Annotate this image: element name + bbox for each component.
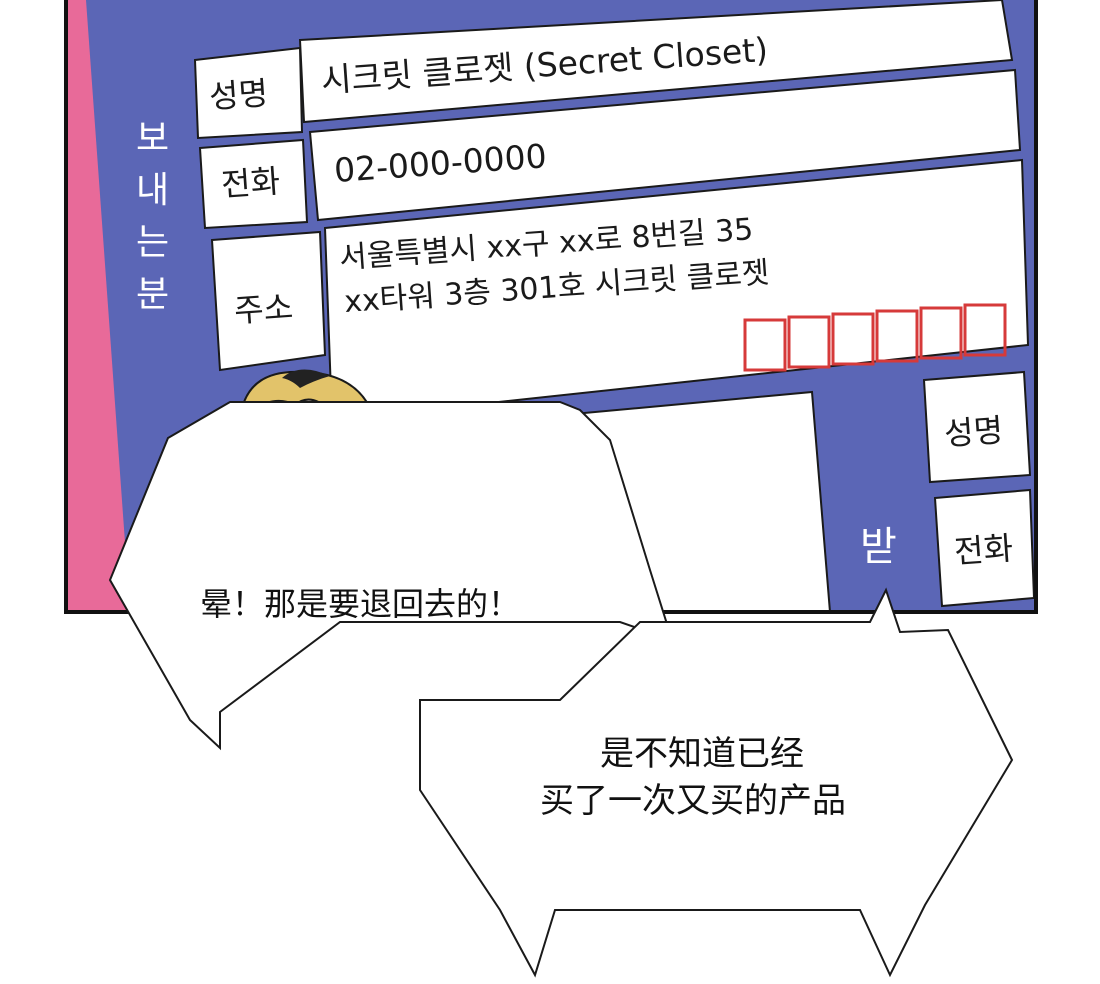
hair-shadow xyxy=(282,369,330,388)
postal-code-box xyxy=(831,312,875,366)
postal-code-box xyxy=(875,309,919,363)
sender-vertical-label: 보 내 는 분 xyxy=(136,118,181,315)
postal-code-box xyxy=(963,303,1007,357)
sender-name-label-cell xyxy=(193,46,304,140)
sender-address-label: 주소 xyxy=(233,288,294,330)
receiver-vertical-label: 받 xyxy=(860,524,897,570)
sender-vertical-char-3: 는 xyxy=(136,222,169,263)
bubble-first-text: 晕！那是要退回去的！ xyxy=(200,585,520,623)
receiver-phone-label: 전화 xyxy=(953,529,1014,571)
sender-address-label-cell xyxy=(210,230,327,372)
speech-bubbles: 晕！那是要退回去的！ 是不知道已经 买了一次又买的产品 xyxy=(108,401,1014,978)
receiver-name-label-cell xyxy=(922,370,1032,484)
sender-name-value-cell xyxy=(298,0,1014,124)
bubble-second-line-2: 买了一次又买的产品 xyxy=(540,781,846,821)
speech-bubble-second xyxy=(419,587,1014,978)
sender-vertical-char-1: 보 xyxy=(136,118,169,159)
postal-code-box xyxy=(743,318,787,372)
sender-phone-value-cell xyxy=(308,68,1022,222)
bubble-second-line-1: 是不知道已经 xyxy=(600,734,804,774)
sender-name-label: 성명 xyxy=(208,74,269,116)
postal-code-boxes xyxy=(743,303,1007,372)
postal-code-box xyxy=(787,315,831,369)
postal-code-box xyxy=(919,306,963,360)
sender-vertical-char-4: 분 xyxy=(136,274,169,315)
sender-vertical-char-2: 내 xyxy=(136,170,169,211)
receiver-name-label: 성명 xyxy=(943,411,1004,453)
sender-address-value-cell xyxy=(323,158,1030,422)
sender-phone-label-cell xyxy=(198,138,309,230)
sender-phone-label: 전화 xyxy=(220,162,281,204)
